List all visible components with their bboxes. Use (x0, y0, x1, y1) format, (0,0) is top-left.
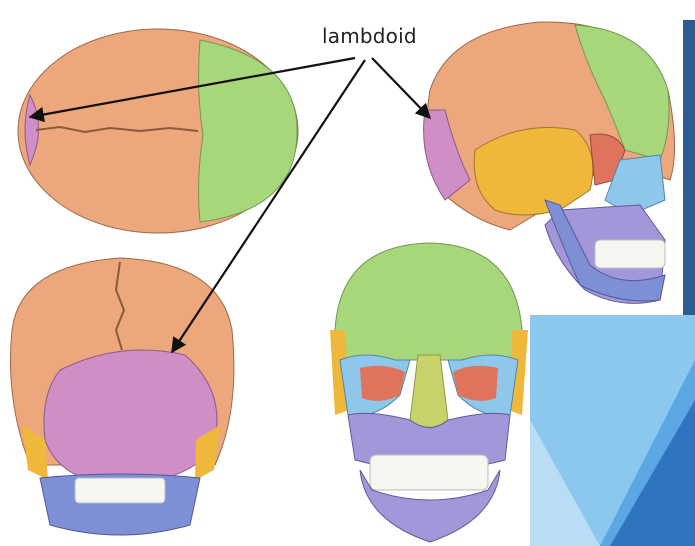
annotation-arrows (28, 56, 432, 354)
skull-posterior-view (10, 257, 235, 536)
skull-lateral-view (423, 21, 675, 304)
lambdoid-label: lambdoid (322, 24, 417, 48)
arrow-to-lateral-lambdoid (371, 57, 432, 120)
arrow-to-superior-lambdoid (28, 56, 356, 123)
skull-superior-view (17, 28, 299, 234)
arrow-to-posterior-lambdoid (171, 59, 366, 354)
skull-anterior-view (330, 242, 528, 543)
decorative-blue-panel (530, 20, 695, 546)
